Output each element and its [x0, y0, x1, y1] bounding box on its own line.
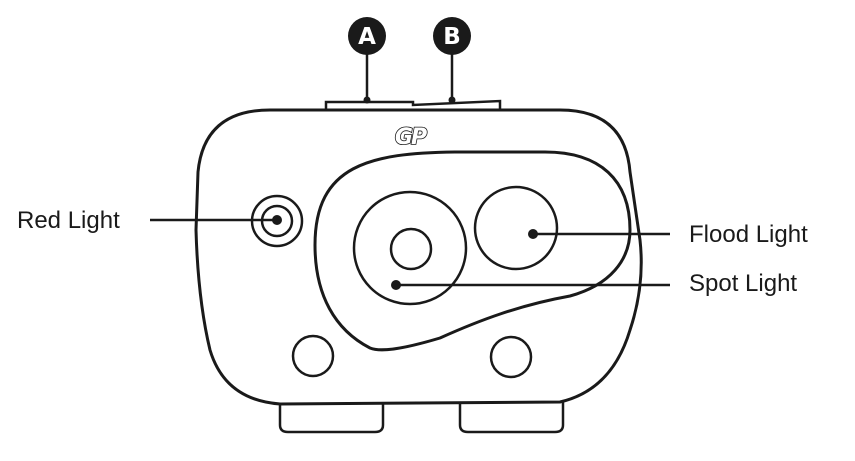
spot-light-marker [391, 280, 401, 290]
flood-light-marker [528, 229, 538, 239]
right-foot [458, 400, 565, 434]
button-b-label: B [443, 24, 461, 50]
red-light-marker [272, 215, 282, 225]
gp-logo: GP [395, 125, 427, 150]
flood-light-lens [473, 185, 559, 271]
left-foot [278, 400, 385, 434]
spot-light-label: Spot Light [689, 270, 797, 297]
button-a-label: A [358, 24, 376, 50]
spot-light-inner-lens [389, 227, 433, 271]
bottom-right-button [489, 335, 533, 379]
button-b-badge [433, 17, 471, 55]
button-b-marker [448, 96, 456, 104]
button-a-badge [348, 17, 386, 55]
flood-light-label: Flood Light [689, 221, 808, 248]
red-light-label: Red Light [17, 207, 120, 234]
bottom-left-button [291, 334, 335, 378]
button-a-marker [363, 96, 371, 104]
